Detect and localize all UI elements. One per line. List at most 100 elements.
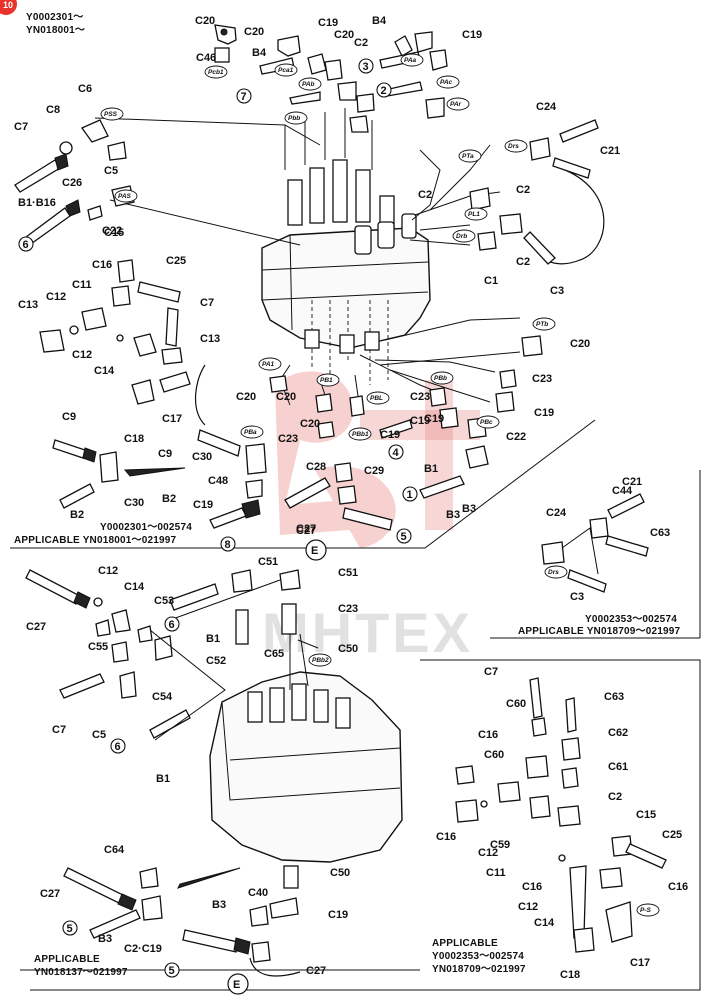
svg-text:E: E <box>311 545 318 557</box>
svg-text:PAS: PAS <box>118 193 132 200</box>
svg-text:PAa: PAa <box>404 57 417 64</box>
circled-callout: 4 <box>388 444 404 460</box>
svg-text:6: 6 <box>169 619 175 631</box>
section-marker-e-upper: E <box>305 539 327 561</box>
port-tag: PA1 <box>258 357 282 371</box>
svg-text:7: 7 <box>241 91 247 103</box>
part-label: C19 <box>193 499 213 511</box>
svg-text:Drs: Drs <box>548 569 559 576</box>
part-label: C19 <box>318 17 338 29</box>
caption-dra-2: APPLICABLE YN018709～021997 <box>518 626 681 637</box>
part-label: C17 <box>162 413 182 425</box>
port-tag: Drs <box>544 565 568 579</box>
part-label: C2 <box>516 184 530 196</box>
part-label: C15 <box>104 227 124 239</box>
part-label: B3 <box>462 503 476 515</box>
part-label: C20 <box>195 15 215 27</box>
svg-text:PTa: PTa <box>462 153 474 160</box>
part-label: B2 <box>162 493 176 505</box>
part-label: C14 <box>94 365 115 377</box>
corner-badge: 10 <box>0 0 17 15</box>
circled-callout: 3 <box>358 58 374 74</box>
svg-text:PB1: PB1 <box>320 377 333 384</box>
port-tag: P-S <box>636 903 660 917</box>
port-tag: PBL <box>366 391 390 405</box>
part-label: C65 <box>264 648 284 660</box>
part-label: B4 <box>252 47 267 59</box>
caption-main-1: Y0002301～002574 <box>100 522 192 533</box>
part-label: C63 <box>604 691 624 703</box>
part-label: C19 <box>534 407 554 419</box>
svg-text:Drs: Drs <box>508 143 519 150</box>
part-label: C46 <box>196 52 216 64</box>
part-label: C22 <box>102 225 122 237</box>
svg-text:3: 3 <box>363 61 369 73</box>
part-label: C6 <box>78 83 92 95</box>
part-label: C12 <box>478 847 498 859</box>
port-tag: PTa <box>458 149 482 163</box>
port-tag: Drs <box>504 139 528 153</box>
port-tag: Pcb1 <box>204 65 228 79</box>
serial-line-2: YN018001～ <box>26 25 85 36</box>
part-label: C60 <box>484 749 504 761</box>
part-label: C13 <box>200 333 220 345</box>
port-tag: PSS <box>100 107 124 121</box>
part-label: C7 <box>200 297 214 309</box>
part-label: C23 <box>338 603 358 615</box>
svg-text:5: 5 <box>401 531 407 543</box>
part-label: C48 <box>208 475 228 487</box>
part-label: B3 <box>212 899 226 911</box>
part-label: C12 <box>46 291 66 303</box>
part-label: C19 <box>328 909 348 921</box>
caption-main-2: APPLICABLE YN018001～021997 <box>14 535 177 546</box>
circled-callout: 7 <box>236 88 252 104</box>
port-tag: PAS <box>114 189 138 203</box>
circled-callout: 5 <box>396 528 412 544</box>
part-label: C20 <box>300 418 320 430</box>
svg-text:6: 6 <box>115 741 121 753</box>
fittings-upper <box>14 24 599 531</box>
port-tag: PAr <box>446 97 470 111</box>
caption-bl-2: YN018137～021997 <box>34 967 128 978</box>
svg-text:Pbb: Pbb <box>288 115 300 122</box>
part-label: C28 <box>306 461 326 473</box>
part-label: C60 <box>506 698 526 710</box>
svg-text:PBb: PBb <box>434 375 447 382</box>
svg-text:6: 6 <box>23 239 29 251</box>
part-label: B1·B16 <box>18 197 56 209</box>
svg-text:PAc: PAc <box>440 79 453 86</box>
part-label: C7 <box>52 724 66 736</box>
part-label: C27 <box>40 888 60 900</box>
part-label: C11 <box>486 867 506 879</box>
part-label: C16 <box>436 831 456 843</box>
port-tag: Drb <box>452 229 476 243</box>
port-tag: PTb <box>532 317 556 331</box>
part-label: C40 <box>248 887 268 899</box>
part-label: C16 <box>92 259 112 271</box>
part-label: C3 <box>550 285 564 297</box>
part-label: C63 <box>650 527 670 539</box>
main-control-valve-upper <box>261 108 431 385</box>
circled-callout: 5 <box>62 920 78 936</box>
svg-text:2: 2 <box>381 85 387 97</box>
part-label: C64 <box>104 844 125 856</box>
detail-dra-assembly <box>490 470 701 639</box>
part-label: C16 <box>668 881 688 893</box>
part-label: C14 <box>534 917 555 929</box>
part-label: B3 <box>98 933 112 945</box>
caption-dra-1: Y0002353～002574 <box>585 614 677 625</box>
caption-br-3: YN018709～021997 <box>432 964 526 975</box>
part-label: C2 <box>608 791 622 803</box>
part-label: C20 <box>276 391 296 403</box>
svg-text:PBb2: PBb2 <box>312 657 329 664</box>
part-label: C51 <box>258 556 278 568</box>
circled-callout: 5 <box>164 962 180 978</box>
part-label: C7 <box>484 666 498 678</box>
svg-text:PBc: PBc <box>480 419 493 426</box>
part-label: C2 <box>354 37 368 49</box>
part-label: C12 <box>98 565 118 577</box>
svg-text:E: E <box>233 979 240 991</box>
